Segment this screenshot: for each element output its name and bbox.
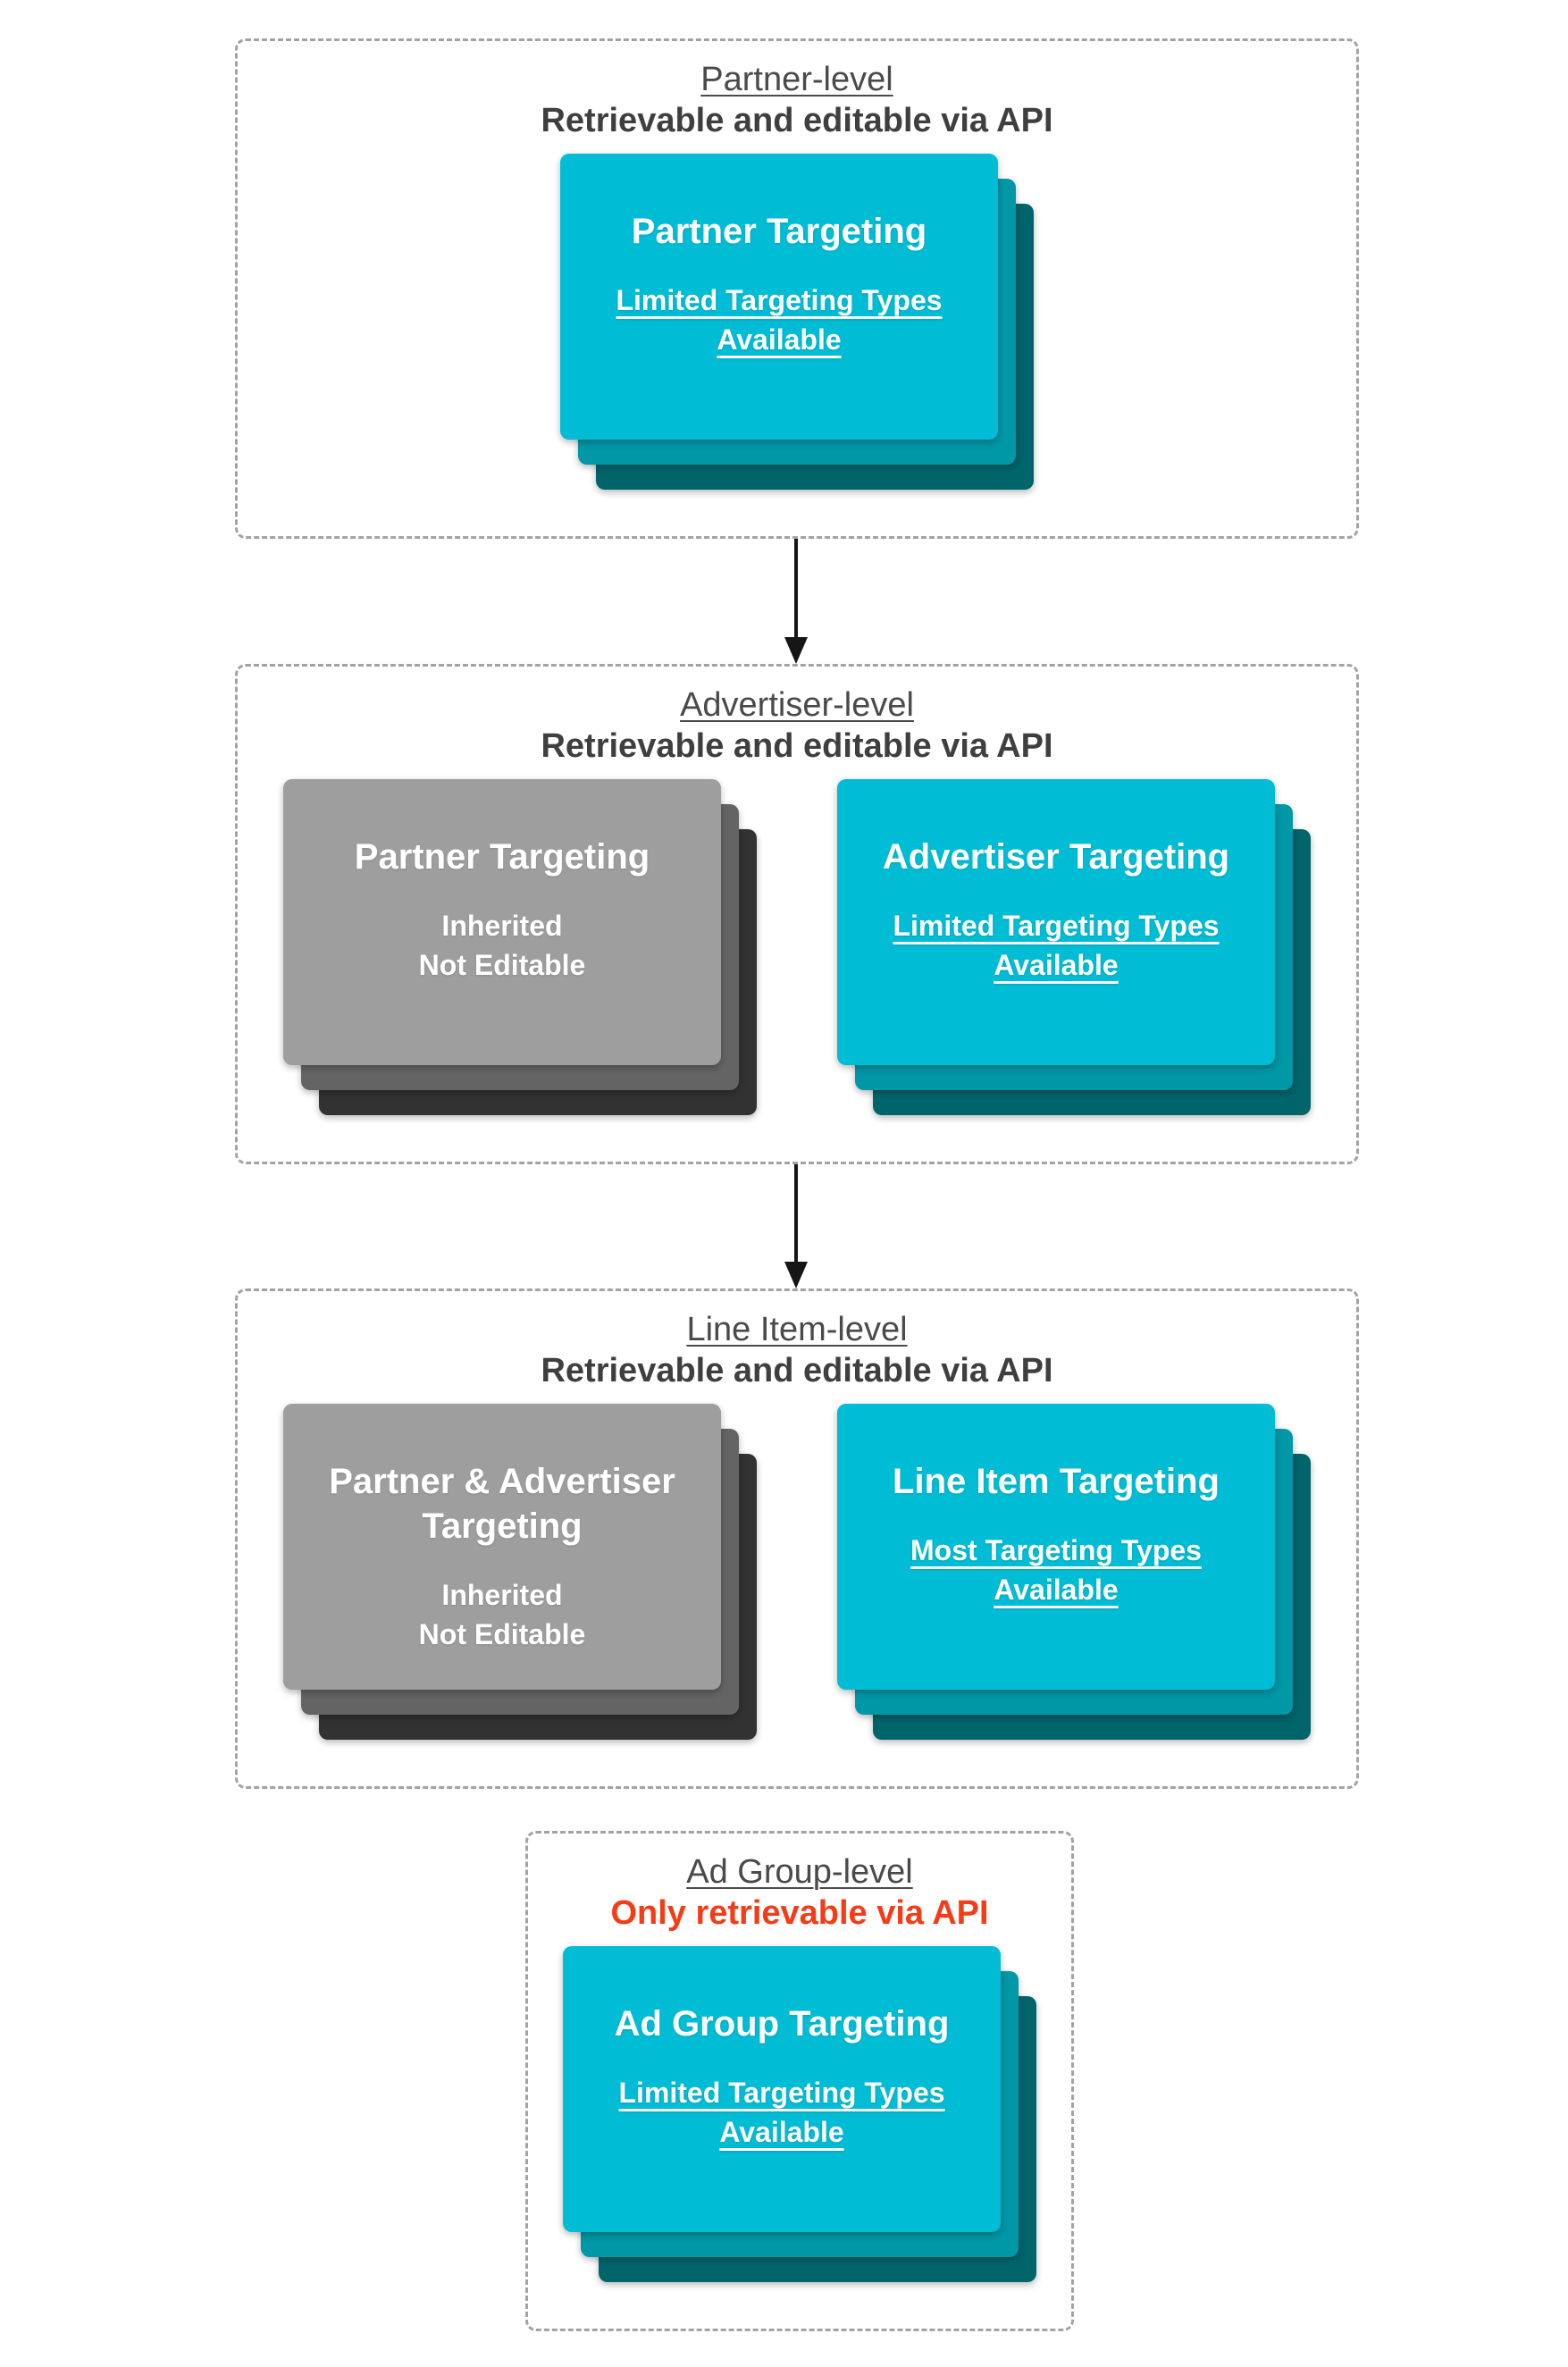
card-subtitle-line: Not Editable: [418, 949, 586, 981]
card-subtitle: Limited Targeting Types Available: [616, 281, 942, 359]
card-subtitle: Limited Targeting Types Available: [618, 2073, 944, 2152]
card-title-line: Partner & Advertiser: [329, 1462, 675, 1501]
card-row: Ad Group Targeting Limited Targeting Typ…: [528, 1946, 1071, 2282]
arrow-head-icon: [784, 1262, 808, 1288]
section-title: Line Item-level: [686, 1311, 908, 1348]
card-subtitle-line: Inherited: [441, 910, 563, 942]
card-row: Partner Targeting Limited Targeting Type…: [238, 154, 1356, 490]
down-arrow-1: [783, 539, 809, 664]
card-stack-advertiser-targeting: Advertiser Targeting Limited Targeting T…: [837, 779, 1311, 1115]
section-subtitle: Retrievable and editable via API: [541, 727, 1053, 765]
card-line-item-targeting: Line Item Targeting Most Targeting Types…: [837, 1404, 1275, 1690]
card-subtitle-line: Limited Targeting Types: [618, 2077, 945, 2109]
section-title: Ad Group-level: [686, 1853, 913, 1891]
card-subtitle: Inherited Not Editable: [419, 1575, 586, 1654]
arrow-line: [794, 539, 798, 637]
card-subtitle-line: Limited Targeting Types: [616, 284, 943, 316]
section-line-item-level: Line Item-level Retrievable and editable…: [235, 1288, 1359, 1789]
section-advertiser-level: Advertiser-level Retrievable and editabl…: [235, 664, 1359, 1164]
section-subtitle: Retrievable and editable via API: [541, 1352, 1053, 1389]
card-stack-line-item-targeting: Line Item Targeting Most Targeting Types…: [837, 1404, 1311, 1740]
card-subtitle-line: Inherited: [441, 1579, 563, 1611]
card-title: Partner & Advertiser Targeting: [329, 1459, 675, 1549]
card-advertiser-targeting: Advertiser Targeting Limited Targeting T…: [837, 779, 1275, 1065]
card-subtitle: Inherited Not Editable: [419, 906, 586, 985]
section-partner-level: Partner-level Retrievable and editable v…: [235, 38, 1359, 539]
card-title: Partner Targeting: [354, 837, 650, 877]
card-subtitle-line: Not Editable: [418, 1618, 586, 1650]
card-subtitle-line: Most Targeting Types: [910, 1534, 1202, 1566]
card-title-line: Targeting: [422, 1507, 583, 1546]
card-subtitle: Limited Targeting Types Available: [893, 906, 1219, 985]
card-stack-partner-targeting: Partner Targeting Limited Targeting Type…: [560, 154, 1034, 490]
down-arrow-2: [783, 1164, 809, 1288]
card-subtitle-line: Limited Targeting Types: [893, 910, 1220, 942]
card-subtitle-line: Available: [994, 1574, 1119, 1606]
card-row: Partner & Advertiser Targeting Inherited…: [238, 1404, 1356, 1740]
card-ad-group-targeting: Ad Group Targeting Limited Targeting Typ…: [563, 1946, 1001, 2232]
card-subtitle-line: Available: [717, 323, 842, 356]
section-title: Partner-level: [700, 61, 893, 98]
card-inherited-partner-targeting: Partner Targeting Inherited Not Editable: [283, 779, 721, 1065]
card-subtitle-line: Available: [719, 2116, 844, 2148]
card-title: Advertiser Targeting: [882, 837, 1230, 877]
arrow-head-icon: [784, 637, 808, 664]
card-row: Partner Targeting Inherited Not Editable…: [238, 779, 1356, 1115]
card-title: Line Item Targeting: [893, 1462, 1220, 1501]
section-ad-group-level: Ad Group-level Only retrievable via API …: [525, 1831, 1074, 2331]
card-inherited-partner-advertiser-targeting: Partner & Advertiser Targeting Inherited…: [283, 1404, 721, 1690]
section-title: Advertiser-level: [680, 686, 914, 724]
card-stack-inherited-partner-advertiser-targeting: Partner & Advertiser Targeting Inherited…: [283, 1404, 757, 1740]
card-title: Partner Targeting: [631, 212, 927, 251]
arrow-line: [794, 1164, 798, 1262]
section-subtitle: Retrievable and editable via API: [541, 102, 1053, 139]
card-title: Ad Group Targeting: [614, 2004, 950, 2044]
card-partner-targeting: Partner Targeting Limited Targeting Type…: [560, 154, 998, 440]
section-subtitle: Only retrievable via API: [610, 1894, 989, 1932]
card-subtitle-line: Available: [994, 949, 1119, 981]
card-subtitle: Most Targeting Types Available: [910, 1531, 1202, 1609]
card-stack-inherited-partner-targeting: Partner Targeting Inherited Not Editable: [283, 779, 757, 1115]
card-stack-ad-group-targeting: Ad Group Targeting Limited Targeting Typ…: [563, 1946, 1036, 2282]
